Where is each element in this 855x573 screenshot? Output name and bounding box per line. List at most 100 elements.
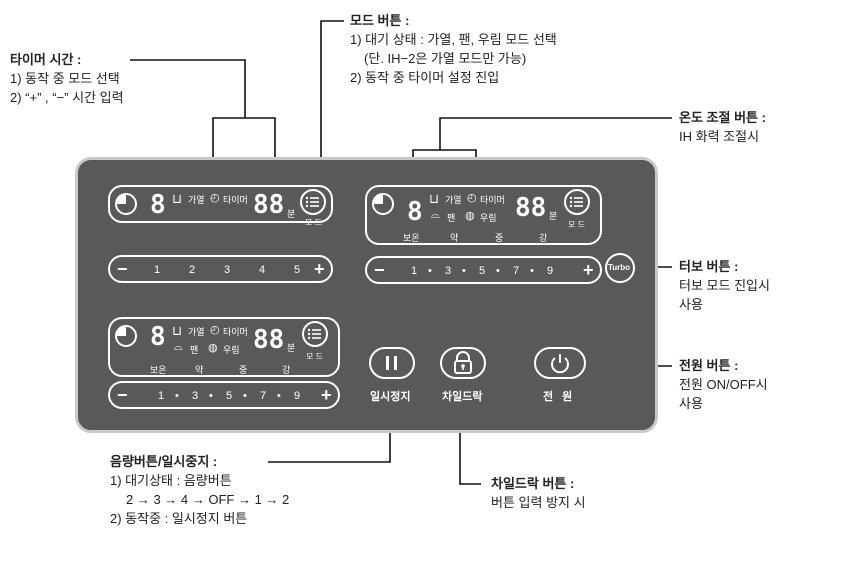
timer-label: 타이머 — [223, 195, 248, 205]
annotation-line: 사용 — [679, 396, 703, 411]
zone-top-right-display: 8 ⊔ 가열 ◴ 타이머 ⌓ 팬 ◍ 우림 88 분 모 드 보온 약 중 강 — [365, 185, 602, 245]
pause-icon — [386, 356, 397, 370]
power-button[interactable] — [534, 347, 586, 379]
turbo-button[interactable]: Turbo — [605, 253, 635, 283]
annotation-title: 음량버튼/일시중지 : — [110, 454, 218, 469]
childlock-label: 차일드락 — [442, 391, 483, 403]
heat-level-label: 보온 — [403, 233, 420, 243]
annotation-volume: 음량버튼/일시중지 : 1) 대기상태 : 음량버튼 2 → 3 → 4 → O… — [110, 452, 289, 528]
heat-label: 가열 — [188, 327, 205, 337]
zone-bottom-left-slider[interactable]: − 1 • 3 • 5 • 7 • 9 + — [108, 381, 340, 409]
slider-dot: • — [428, 265, 432, 277]
annotation-title: 터보 버튼 : — [679, 259, 739, 274]
heat-label: 가열 — [188, 195, 205, 205]
slider-value[interactable]: 5 — [294, 264, 301, 276]
timer-icon: ◴ — [210, 192, 220, 204]
warm-icon: ◍ — [465, 210, 475, 222]
zone-bottom-left-display: 8 ⊔ 가열 ◴ 타이머 ⌓ 팬 ◍ 우림 88 분 모 드 보온 약 중 강 — [108, 317, 340, 377]
power-label: 전 원 — [543, 391, 576, 403]
zone-indicator-icon — [115, 193, 137, 215]
control-panel: 8 ⊔ 가열 ◴ 타이머 88 분 모 드 − 1 2 3 4 5 + 8 ⊔ … — [75, 157, 658, 433]
timer-label: 타이머 — [480, 195, 505, 205]
slider-dot: • — [530, 265, 534, 277]
slider-dot: • — [462, 265, 466, 277]
slider-value[interactable]: 3 — [224, 264, 231, 276]
heat-level-label: 중 — [239, 365, 248, 375]
plus-button[interactable]: + — [314, 259, 325, 279]
slider-value[interactable]: 1 — [158, 390, 165, 402]
slider-value[interactable]: 3 — [192, 390, 199, 402]
heat-level-label: 중 — [495, 233, 504, 243]
slider-value[interactable]: 9 — [294, 390, 301, 402]
annotation-mode: 모드 버튼 : 1) 대기 상태 : 가열, 팬, 우림 모드 선택 (단. I… — [350, 11, 557, 87]
minute-label: 분 — [287, 209, 296, 219]
slider-value[interactable]: 5 — [226, 390, 233, 402]
slider-value[interactable]: 3 — [445, 265, 452, 277]
timer-icon: ◴ — [210, 324, 220, 336]
zone-top-left-display: 8 ⊔ 가열 ◴ 타이머 88 분 모 드 — [108, 185, 333, 227]
timer-leader — [130, 59, 246, 95]
mode-label: 모 드 — [305, 218, 322, 227]
slider-value[interactable]: 4 — [259, 264, 266, 276]
minus-button[interactable]: − — [117, 259, 128, 279]
childlock-button[interactable] — [440, 347, 486, 379]
annotation-timer: 타이머 시간 : 1) 동작 중 모드 선택 2) “+” , “−” 시간 입… — [10, 50, 124, 107]
zone-top-right-slider[interactable]: − 1 • 3 • 5 • 7 • 9 + — [365, 256, 602, 284]
timer-display: 88 — [253, 190, 285, 220]
mode-button[interactable] — [302, 321, 328, 347]
slider-dot: • — [277, 390, 281, 402]
annotation-line: 전원 ON/OFF시 — [679, 377, 768, 392]
annotation-line: 2 → 3 → 4 → OFF → 1 → 2 — [126, 492, 290, 507]
pause-button[interactable] — [369, 347, 415, 379]
slider-value[interactable]: 7 — [260, 390, 267, 402]
zone-indicator-icon — [372, 193, 394, 215]
annotation-title: 온도 조절 버튼 : — [679, 110, 766, 125]
heat-level-label: 보온 — [150, 365, 167, 375]
heat-icon: ⊔ — [172, 323, 183, 338]
annotation-title: 전원 버튼 : — [679, 358, 739, 373]
heat-level-label: 강 — [282, 365, 291, 375]
mode-button[interactable] — [300, 189, 326, 215]
minus-button[interactable]: − — [117, 385, 128, 405]
annotation-line: 1) 대기상태 : 음량버튼 — [110, 473, 232, 488]
mode-label: 모 드 — [306, 352, 323, 361]
slider-dot: • — [496, 265, 500, 277]
heat-label: 가열 — [445, 195, 462, 205]
slider-value[interactable]: 7 — [513, 265, 520, 277]
fan-icon: ⌓ — [174, 341, 183, 353]
slider-value[interactable]: 1 — [154, 264, 161, 276]
annotation-title: 차일드락 버튼 : — [491, 476, 575, 491]
list-icon — [569, 196, 583, 208]
fan-label: 팬 — [190, 345, 199, 355]
power-level-display: 8 — [407, 197, 423, 227]
power-icon — [551, 354, 569, 374]
minute-label: 분 — [287, 343, 296, 353]
annotation-line: 2) 동작중 : 일시정지 버튼 — [110, 511, 248, 526]
minus-button[interactable]: − — [374, 260, 385, 280]
slider-value[interactable]: 9 — [547, 265, 554, 277]
slider-value[interactable]: 5 — [479, 265, 486, 277]
slider-value[interactable]: 1 — [411, 265, 418, 277]
slider-value[interactable]: 2 — [189, 264, 196, 276]
power-level-display: 8 — [150, 322, 166, 352]
timer-display: 88 — [515, 193, 547, 223]
slider-dot: • — [175, 390, 179, 402]
plus-button[interactable]: + — [583, 260, 594, 280]
timer-label: 타이머 — [223, 327, 248, 337]
timer-display: 88 — [253, 325, 285, 355]
annotation-line: 사용 — [679, 297, 703, 312]
plus-button[interactable]: + — [321, 385, 332, 405]
mode-button[interactable] — [564, 189, 590, 215]
annotation-line: 1) 대기 상태 : 가열, 팬, 우림 모드 선택 — [350, 32, 557, 47]
annotation-turbo: 터보 버튼 : 터보 모드 진입시 사용 — [679, 257, 770, 314]
pause-label: 일시정지 — [370, 391, 411, 403]
zone-top-left-slider[interactable]: − 1 2 3 4 5 + — [108, 255, 333, 283]
zone-indicator-icon — [115, 325, 137, 347]
annotation-childlock: 차일드락 버튼 : 버튼 입력 방지 시 — [491, 474, 586, 512]
turbo-label: Turbo — [608, 263, 631, 272]
mode-leader — [320, 20, 344, 193]
annotation-power: 전원 버튼 : 전원 ON/OFF시 사용 — [679, 356, 768, 413]
heat-level-label: 강 — [539, 233, 548, 243]
annotation-title: 타이머 시간 : — [10, 52, 82, 67]
heat-icon: ⊔ — [429, 191, 440, 206]
